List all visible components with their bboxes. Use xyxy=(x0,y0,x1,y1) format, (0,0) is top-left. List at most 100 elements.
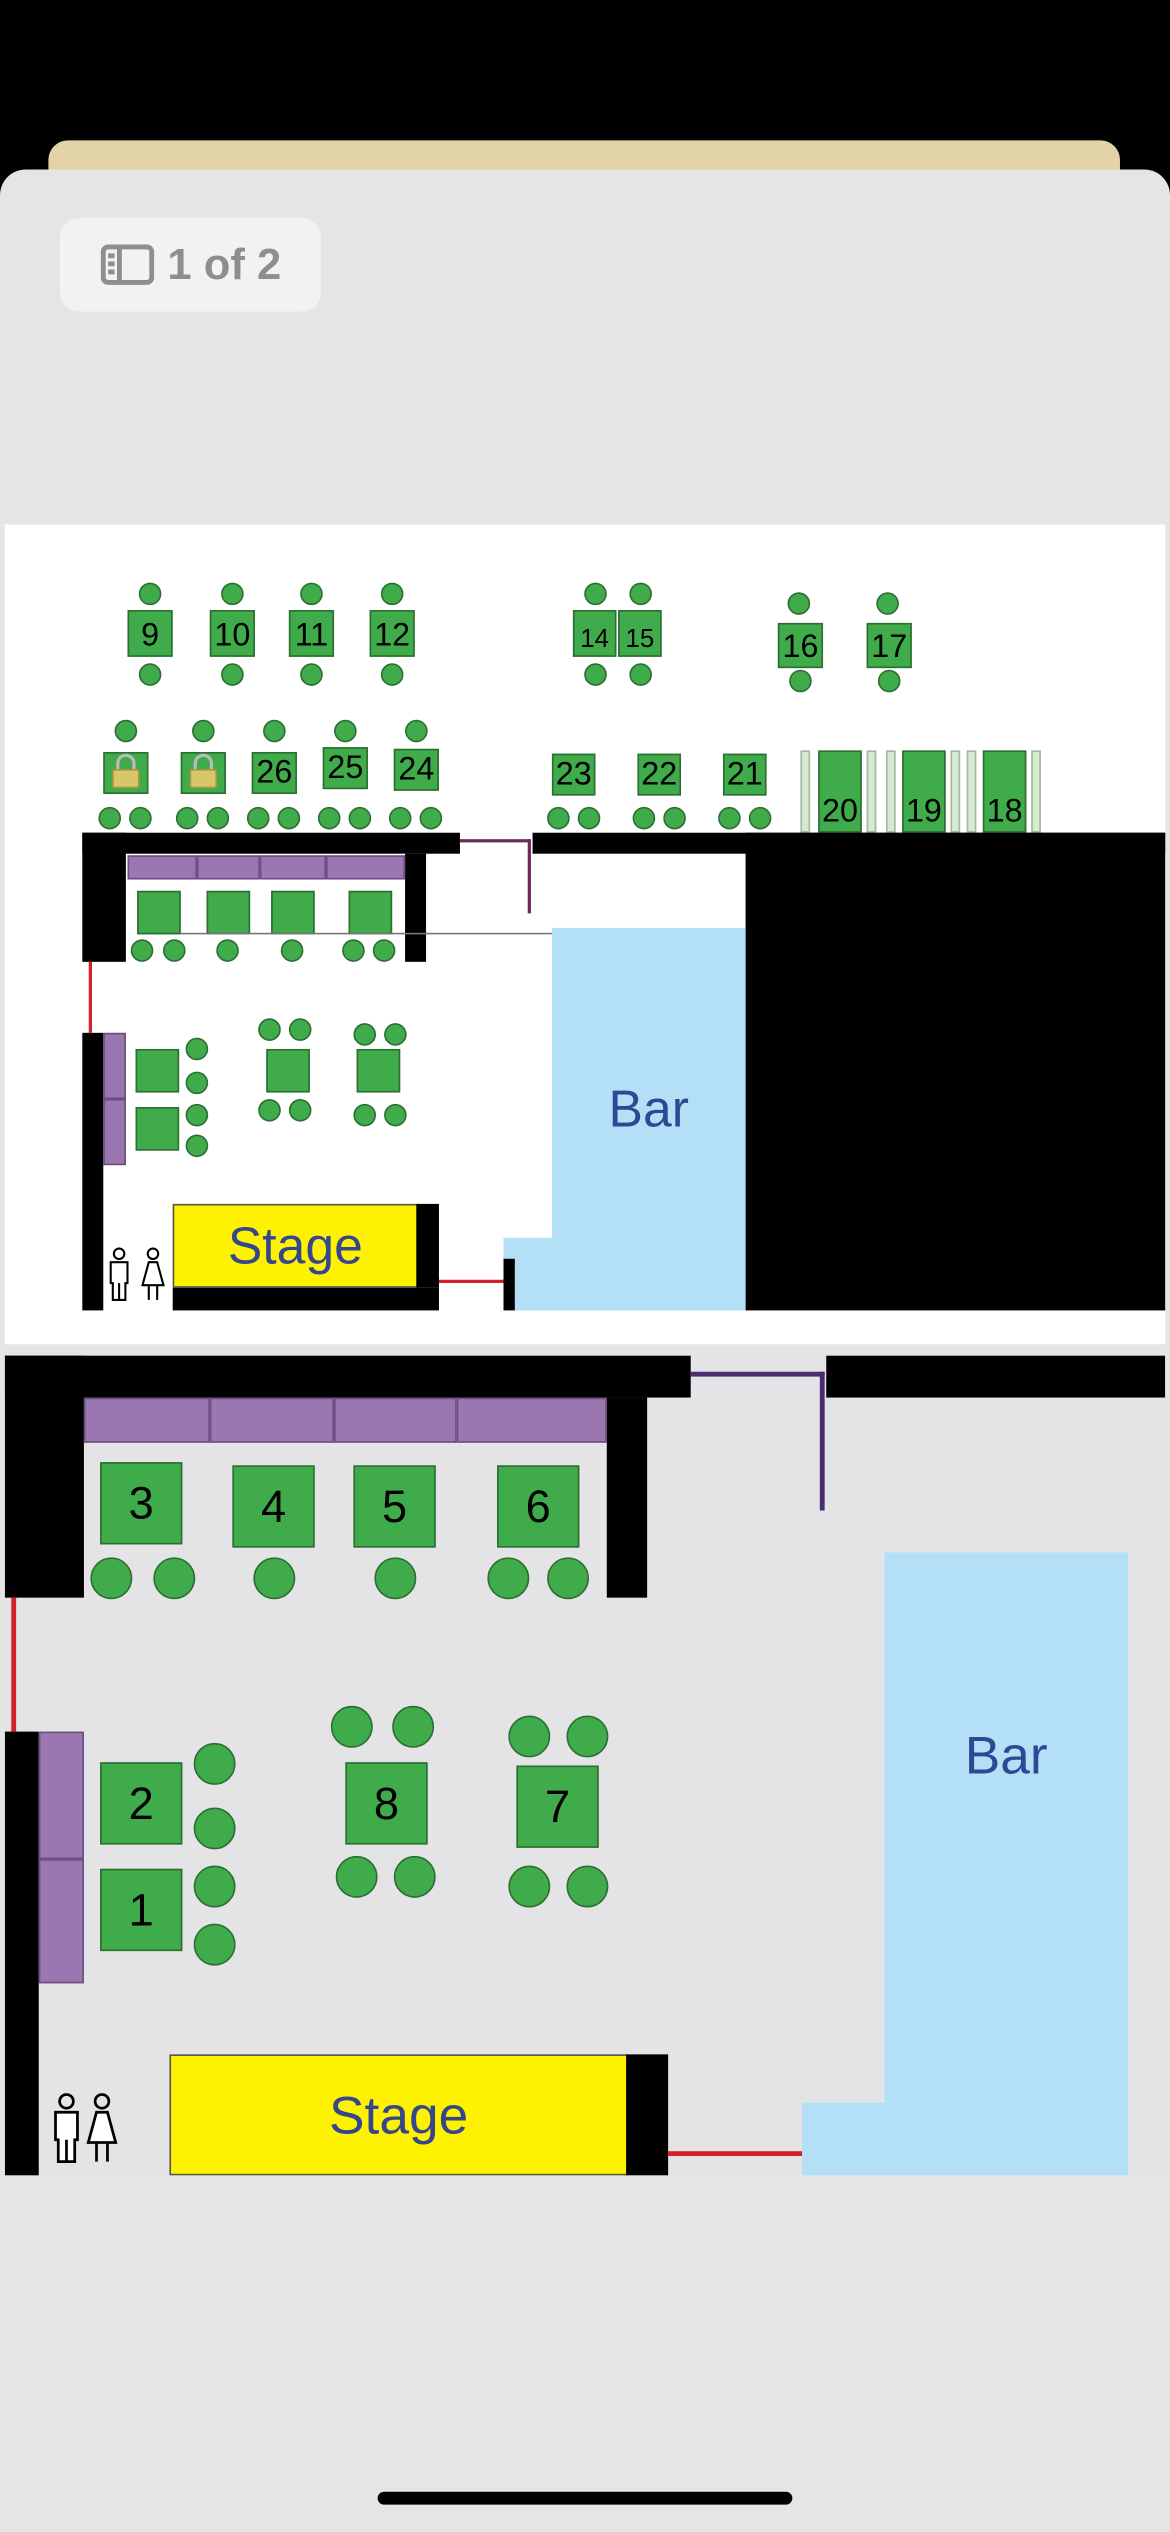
chair xyxy=(263,719,286,743)
table-number: 5 xyxy=(381,1480,408,1531)
table-number: 1 xyxy=(128,1884,154,1935)
chair xyxy=(246,806,270,830)
table-number: 25 xyxy=(327,750,364,786)
chair xyxy=(193,1807,236,1850)
chair xyxy=(193,1923,236,1966)
women-restroom-icon xyxy=(141,1247,165,1300)
table-number: 4 xyxy=(260,1480,287,1531)
table[interactable]: 22 xyxy=(637,753,682,796)
bench xyxy=(38,1731,84,1860)
chair xyxy=(129,806,152,830)
chair xyxy=(566,1715,609,1758)
home-indicator[interactable] xyxy=(377,2491,793,2505)
chair xyxy=(877,669,901,693)
bar-stool-strip xyxy=(866,750,877,833)
wall xyxy=(626,2054,669,2176)
wall xyxy=(4,1355,691,1398)
bar-label: Bar xyxy=(608,1078,689,1137)
bar-stool-strip xyxy=(1031,750,1041,833)
chair xyxy=(384,1103,407,1127)
table-number: 3 xyxy=(128,1477,154,1528)
locked-table[interactable] xyxy=(103,752,149,794)
table[interactable]: 6 xyxy=(497,1465,580,1548)
table-number: 22 xyxy=(641,756,678,793)
bench xyxy=(196,855,260,880)
chair xyxy=(280,939,304,962)
chair xyxy=(372,939,396,962)
table[interactable] xyxy=(271,890,315,935)
table[interactable]: 5 xyxy=(353,1465,436,1548)
chair xyxy=(253,1557,296,1600)
chair xyxy=(508,1865,551,1908)
table[interactable]: 17 xyxy=(866,622,912,669)
table[interactable]: 12 xyxy=(369,610,415,657)
chair xyxy=(206,806,230,830)
table[interactable] xyxy=(348,890,393,935)
table[interactable]: 2 xyxy=(100,1762,183,1845)
table-number: 10 xyxy=(214,618,251,654)
table[interactable]: 15 xyxy=(618,610,662,657)
table[interactable]: 3 xyxy=(100,1462,183,1545)
chair xyxy=(487,1557,530,1600)
chair xyxy=(584,663,607,686)
chair xyxy=(547,1557,590,1600)
chair xyxy=(288,1018,312,1041)
table[interactable]: 10 xyxy=(209,610,255,657)
table[interactable]: 4 xyxy=(232,1465,315,1548)
table[interactable]: 11 xyxy=(288,610,335,657)
wall xyxy=(82,832,460,854)
table[interactable]: 1 xyxy=(100,1868,183,1952)
table[interactable]: 20 xyxy=(818,750,862,833)
chair xyxy=(380,582,404,606)
table[interactable]: 9 xyxy=(127,610,173,657)
table[interactable] xyxy=(206,890,251,935)
table[interactable] xyxy=(135,1048,180,1093)
bar-stool-strip xyxy=(885,750,896,833)
table[interactable]: 14 xyxy=(572,610,617,657)
chair xyxy=(175,806,199,830)
chair xyxy=(393,1855,436,1898)
door-line xyxy=(819,1371,825,1511)
chair xyxy=(353,1103,377,1127)
chair xyxy=(342,939,365,962)
table[interactable]: 7 xyxy=(516,1765,599,1848)
table[interactable]: 18 xyxy=(982,750,1027,833)
bench xyxy=(325,855,406,880)
chair xyxy=(221,663,244,686)
chair xyxy=(192,719,215,743)
table[interactable]: 8 xyxy=(345,1762,428,1845)
chair xyxy=(348,806,372,830)
page-indicator-button[interactable]: 1 of 2 xyxy=(59,217,322,312)
table[interactable]: 16 xyxy=(777,622,824,669)
bar-stool-strip xyxy=(966,750,977,833)
chair xyxy=(330,1705,373,1748)
bar-area xyxy=(802,2102,886,2176)
table-number: 26 xyxy=(256,755,293,791)
bench xyxy=(103,1098,126,1166)
table[interactable] xyxy=(266,1048,310,1093)
chair xyxy=(216,939,239,962)
wall xyxy=(4,1355,84,1598)
table[interactable]: 23 xyxy=(551,753,596,796)
bar-label: Bar xyxy=(964,1725,1048,1785)
bench xyxy=(334,1397,457,1443)
women-restroom-icon xyxy=(86,2093,118,2162)
table[interactable]: 24 xyxy=(393,748,439,791)
chair xyxy=(629,582,652,606)
door-line xyxy=(11,1597,17,1732)
table[interactable] xyxy=(135,1107,180,1151)
table[interactable]: 25 xyxy=(322,747,368,790)
chair xyxy=(353,1023,377,1046)
lock-icon xyxy=(112,753,140,789)
chair xyxy=(787,592,811,615)
table[interactable]: 21 xyxy=(722,753,767,796)
table[interactable] xyxy=(137,890,181,935)
chair xyxy=(300,582,323,606)
locked-table[interactable] xyxy=(180,752,226,794)
table[interactable]: 19 xyxy=(902,750,946,833)
table[interactable]: 26 xyxy=(251,752,297,794)
table[interactable] xyxy=(356,1048,401,1093)
chair xyxy=(288,1098,312,1122)
